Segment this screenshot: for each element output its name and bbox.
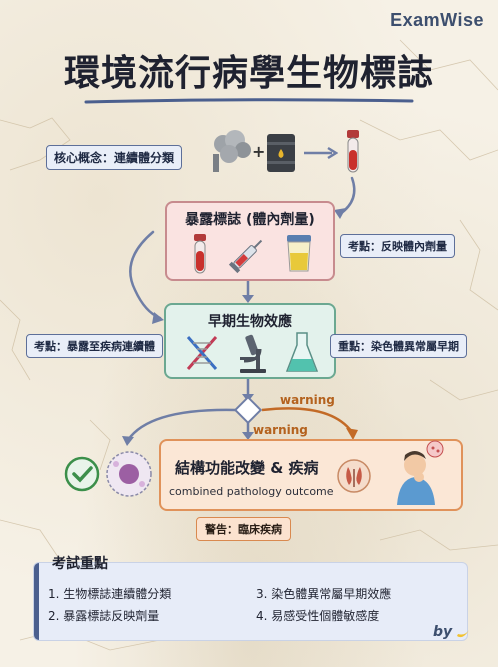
pollution-smoke-icon — [213, 130, 251, 172]
urine-cup-icon — [287, 235, 311, 272]
byline: by — [433, 624, 453, 640]
blood-tube-icon — [194, 234, 206, 274]
plus-icon: + — [252, 142, 266, 161]
warning-label-center: warning — [253, 423, 308, 437]
microscope-icon — [240, 334, 266, 373]
check-icon — [64, 456, 100, 492]
exam-summary-panel: 考試重點 1. 生物標誌連續體分類 2. 暴露標誌反映劑量 3. 染色體異常屬早… — [33, 556, 468, 641]
warning-label-right: warning — [280, 393, 335, 407]
exposure-marker-panel: 暴露標誌 (體內劑量) — [165, 201, 335, 281]
banana-icon — [457, 630, 469, 638]
summary-item: 1. 生物標誌連續體分類 — [48, 587, 172, 601]
summary-item: 2. 暴露標誌反映劑量 — [48, 609, 160, 623]
dna-icon — [186, 336, 218, 370]
structural-disease-panel: 結構功能改變 & 疾病 combined pathology outcome — [159, 439, 463, 511]
syringe-icon — [228, 239, 263, 274]
organ-icon — [337, 459, 371, 493]
page-title: 環境流行病學生物標誌 — [63, 53, 434, 94]
clinical-disease-alert: 警告：臨床疾病 — [196, 517, 291, 541]
early-right-note: 重點：染色體異常屬早期 — [330, 334, 467, 358]
oil-barrel-icon — [267, 134, 295, 172]
blood-vial-icon — [347, 130, 359, 173]
early-title: 早期生物效應 — [208, 314, 292, 330]
brand-logo: ExamWise — [390, 10, 484, 30]
summary-accent-bar — [34, 563, 39, 640]
cell-icon — [106, 451, 152, 497]
summary-title: 考試重點 — [52, 556, 108, 572]
right-arrow-icon — [304, 146, 338, 160]
exposure-title: 暴露標誌 (體內劑量) — [185, 212, 315, 228]
exposure-note: 考點：反映體內劑量 — [340, 234, 455, 258]
summary-item: 4. 易感受性個體敏感度 — [256, 609, 380, 623]
core-concept-label: 核心概念：連續體分類 — [46, 145, 183, 170]
flask-icon — [285, 332, 319, 372]
title-underline — [84, 98, 414, 104]
structural-subtitle: combined pathology outcome — [169, 485, 334, 498]
sick-person-icon — [397, 440, 444, 505]
structural-title: 結構功能改變 & 疾病 — [175, 459, 319, 477]
early-left-note: 考點：暴露至疾病連續體 — [26, 334, 163, 358]
summary-item: 3. 染色體異常屬早期效應 — [256, 587, 392, 601]
early-effect-panel: 早期生物效應 — [164, 303, 336, 379]
